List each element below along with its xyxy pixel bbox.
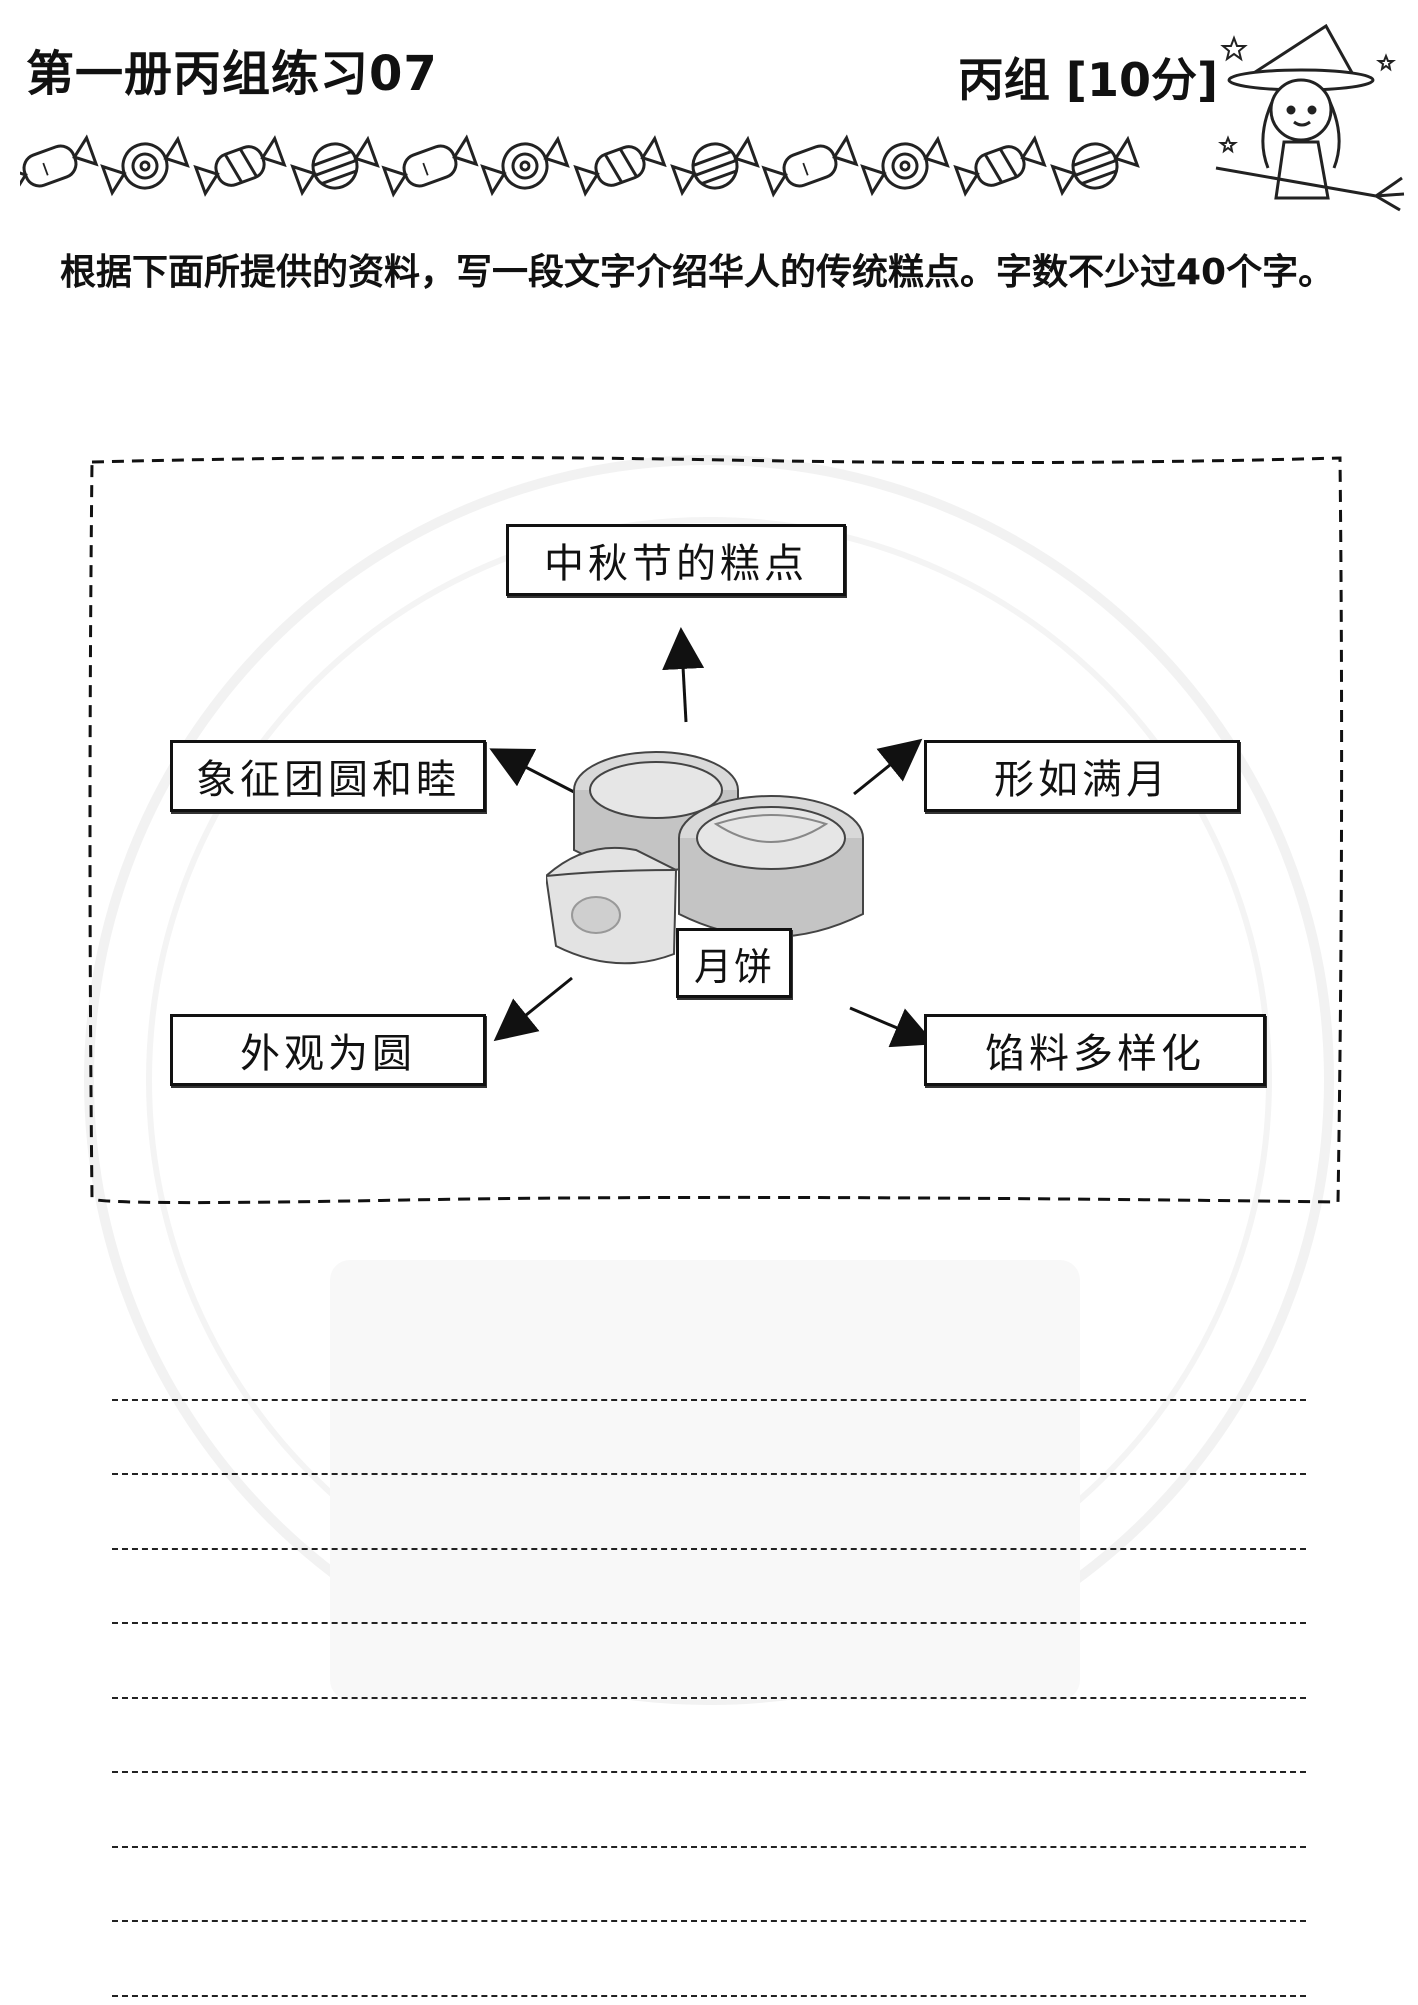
node-center: 月饼 xyxy=(676,928,792,998)
arrow-lower-left xyxy=(493,976,573,1042)
arrow-upper-right xyxy=(853,738,923,796)
node-upper-left: 象征团圆和睦 xyxy=(170,740,486,812)
node-upper-right: 形如满月 xyxy=(924,740,1240,812)
witch-icon xyxy=(1215,23,1405,212)
candy-row: I I I xyxy=(20,134,1140,198)
arrow-lower-right xyxy=(849,1006,936,1048)
mind-map-box: 中秋节的糕点 象征团圆和睦 形如满月 外观为圆 馅料多样化 月饼 xyxy=(86,452,1346,1208)
answer-line[interactable] xyxy=(112,1922,1306,1997)
candy-icon: I I I xyxy=(20,134,1140,198)
mooncake-icon xyxy=(546,751,864,965)
answer-line[interactable] xyxy=(112,1550,1306,1624)
star-icon xyxy=(1218,35,1396,154)
svg-text:I: I xyxy=(800,159,812,181)
dashed-border xyxy=(88,455,1344,1205)
arrow-up xyxy=(662,627,705,723)
node-top: 中秋节的糕点 xyxy=(506,524,846,596)
page-title: 第一册丙组练习07 xyxy=(26,46,438,102)
answer-line[interactable] xyxy=(112,1624,1306,1699)
answer-line[interactable] xyxy=(112,1848,1306,1922)
answer-area[interactable] xyxy=(112,1326,1306,1997)
svg-text:I: I xyxy=(420,159,432,181)
node-lower-right: 馅料多样化 xyxy=(924,1014,1266,1086)
instruction-text: 根据下面所提供的资料，写一段文字介绍华人的传统糕点。字数不少过40个字。 xyxy=(60,252,1335,293)
answer-line[interactable] xyxy=(112,1326,1306,1401)
arrow-upper-left xyxy=(489,748,575,794)
answer-line[interactable] xyxy=(112,1699,1306,1773)
answer-line[interactable] xyxy=(112,1401,1306,1475)
answer-line[interactable] xyxy=(112,1475,1306,1550)
answer-line[interactable] xyxy=(112,1773,1306,1848)
svg-text:I: I xyxy=(40,159,52,181)
section-score: 丙组 [10分] xyxy=(957,53,1218,107)
arrow-group xyxy=(489,627,936,1048)
node-lower-left: 外观为圆 xyxy=(170,1014,486,1086)
